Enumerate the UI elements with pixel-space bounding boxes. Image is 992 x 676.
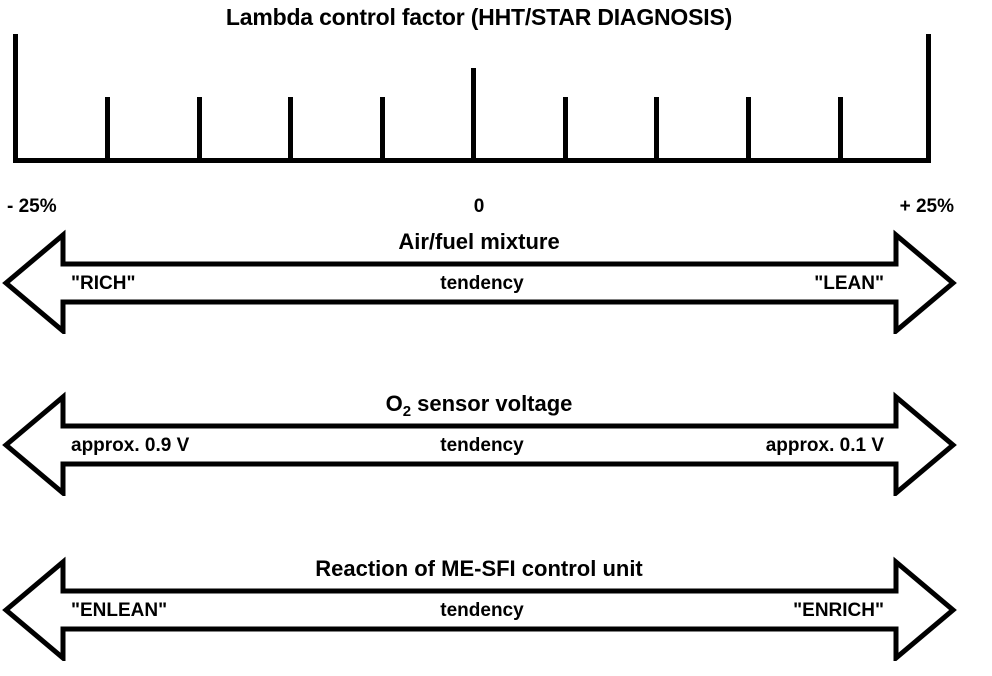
scale-tick-minus5: [380, 97, 385, 158]
scale-tick-minus15: [197, 97, 202, 158]
page-title: Lambda control factor (HHT/STAR DIAGNOSI…: [225, 4, 733, 30]
double-arrow-icon: [2, 391, 957, 496]
scale-tick-plus20: [838, 97, 843, 158]
double-arrow-icon: [2, 556, 957, 661]
scale-tick-plus25: [926, 34, 931, 158]
scale-tick-minus25: [13, 34, 18, 158]
scale-label-zero: 0: [473, 196, 485, 217]
double-arrow-icon: [2, 229, 957, 334]
band-heading: Air/fuel mixture: [0, 228, 958, 256]
scale-tick-zero: [471, 68, 476, 158]
band-label-left: approx. 0.9 V: [71, 435, 190, 456]
band-label-left: "RICH": [71, 273, 136, 294]
band-labels: approx. 0.9 V tendency approx. 0.1 V: [62, 428, 902, 464]
band-label-center: tendency: [440, 273, 524, 294]
scale-label-min: - 25%: [7, 196, 57, 217]
scale-tick-plus10: [654, 97, 659, 158]
band-heading-text: O: [385, 391, 403, 416]
band-heading: Reaction of ME-SFI control unit: [0, 555, 958, 583]
scale-label-max: + 25%: [899, 196, 954, 217]
band-heading-text: Reaction of ME-SFI control unit: [315, 556, 643, 581]
band-label-left: "ENLEAN": [71, 600, 168, 621]
band-labels: "RICH" tendency "LEAN": [62, 266, 902, 302]
scale-baseline: [13, 158, 931, 163]
band-me-sfi-reaction: Reaction of ME-SFI control unit "ENLEAN"…: [0, 549, 992, 661]
scale-tick-plus15: [746, 97, 751, 158]
band-label-right: "ENRICH": [793, 600, 884, 621]
band-label-right: approx. 0.1 V: [765, 435, 884, 456]
band-labels: "ENLEAN" tendency "ENRICH": [62, 593, 902, 629]
lambda-scale: - 25% 0 + 25%: [0, 30, 992, 217]
band-label-right: "LEAN": [814, 273, 884, 294]
band-label-center: tendency: [440, 600, 524, 621]
scale-tick-plus5: [563, 97, 568, 158]
band-label-center: tendency: [440, 435, 524, 456]
band-heading-subscript: 2: [402, 403, 412, 420]
band-heading-text-rest: sensor voltage: [411, 391, 573, 416]
band-air-fuel-mixture: Air/fuel mixture "RICH" tendency "LEAN": [0, 222, 992, 334]
band-o2-sensor-voltage: O2 sensor voltage approx. 0.9 V tendency…: [0, 384, 992, 496]
scale-tick-minus20: [105, 97, 110, 158]
scale-tick-minus10: [288, 97, 293, 158]
band-heading: O2 sensor voltage: [0, 390, 958, 421]
band-heading-text: Air/fuel mixture: [398, 229, 560, 254]
